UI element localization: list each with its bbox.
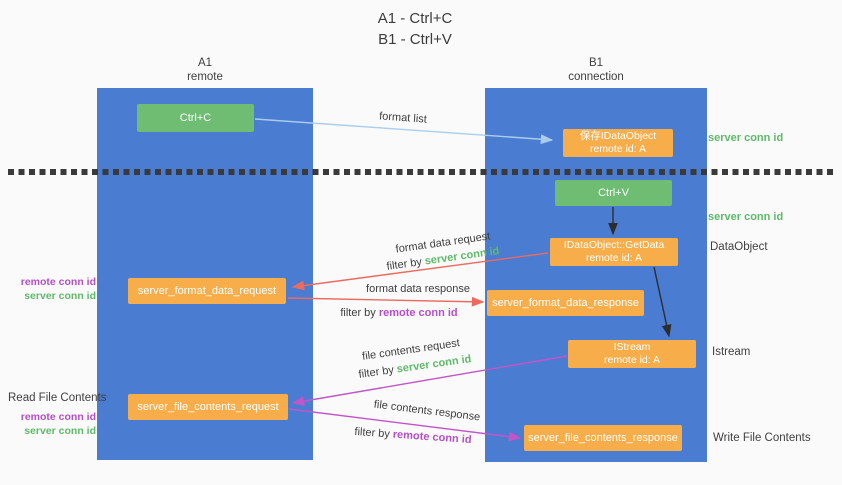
conn-id-pair-file: remote conn id server conn id xyxy=(18,410,96,438)
arrow-file-contents-request xyxy=(291,355,568,406)
arrow-file-contents-response xyxy=(288,408,522,442)
server-conn-id-label-top: server conn id xyxy=(708,132,784,144)
lane-a-name: A1 xyxy=(197,57,213,69)
title-line-2: B1 - Ctrl+V xyxy=(378,31,452,48)
remote-conn-id-text: remote conn id xyxy=(378,307,458,319)
server-file-contents-request-node: server_file_contents_request xyxy=(128,394,288,420)
filter-by-text: filter by xyxy=(354,425,391,441)
server-format-data-response-node: server_format_data_response xyxy=(487,290,644,316)
ctrl-c-label: Ctrl+C xyxy=(179,112,212,124)
server-file-contents-response-label: server_file_contents_response xyxy=(528,432,678,444)
server-conn-id-label-2: server conn id xyxy=(24,425,96,437)
lane-b-header: B1 connection xyxy=(485,56,707,84)
ctrl-c-node: Ctrl+C xyxy=(137,104,254,132)
istream-node: IStream remote id: A xyxy=(568,340,696,368)
server-format-data-response-label: server_format_data_response xyxy=(492,297,639,309)
server-conn-id-label-1: server conn id xyxy=(24,290,96,302)
istream-side-label: Istream xyxy=(712,346,751,358)
lane-b-name: B1 xyxy=(588,57,604,69)
lane-a-subtitle: remote xyxy=(187,71,223,83)
save-idataobject-title: 保存IDataObject xyxy=(579,130,657,142)
conn-id-pair-format: remote conn id server conn id xyxy=(18,275,96,303)
diagram-title: A1 - Ctrl+C B1 - Ctrl+V xyxy=(300,8,530,50)
server-conn-id-label-mid: server conn id xyxy=(708,211,784,223)
arrow-format-data-response xyxy=(287,296,485,307)
server-format-data-request-node: server_format_data_request xyxy=(128,278,286,304)
arrow-format-list xyxy=(254,118,554,145)
write-file-contents-label: Write File Contents xyxy=(713,432,811,444)
remote-conn-id-label-2: remote conn id xyxy=(20,411,96,423)
lane-b-subtitle: connection xyxy=(568,71,624,83)
filter-by-text: filter by xyxy=(340,307,376,319)
save-idataobject-remote-id: remote id: A xyxy=(589,143,646,155)
section-divider-dotted-line xyxy=(8,169,836,175)
dataobject-label: DataObject xyxy=(710,241,768,253)
lane-a-header: A1 remote xyxy=(97,56,313,84)
read-file-contents-label: Read File Contents xyxy=(8,392,107,404)
ctrl-v-label: Ctrl+V xyxy=(598,187,629,199)
title-line-1: A1 - Ctrl+C xyxy=(377,10,453,27)
format-data-response-label: format data response xyxy=(366,283,470,295)
server-file-contents-response-node: server_file_contents_response xyxy=(524,425,682,451)
server-file-contents-request-label: server_file_contents_request xyxy=(137,401,279,413)
remote-conn-id-label-1: remote conn id xyxy=(20,276,96,288)
getdata-title: IDataObject::GetData xyxy=(563,239,665,251)
save-idataobject-node: 保存IDataObject remote id: A xyxy=(563,129,673,157)
arrow-format-data-request xyxy=(291,252,549,291)
istream-title: IStream xyxy=(613,341,651,353)
getdata-remote-id: remote id: A xyxy=(585,252,642,264)
getdata-node: IDataObject::GetData remote id: A xyxy=(550,238,678,266)
server-format-data-request-label: server_format_data_request xyxy=(137,285,277,297)
ctrl-v-node: Ctrl+V xyxy=(555,180,672,206)
arrow-getdata-to-istream xyxy=(653,266,672,338)
istream-remote-id: remote id: A xyxy=(603,354,661,366)
